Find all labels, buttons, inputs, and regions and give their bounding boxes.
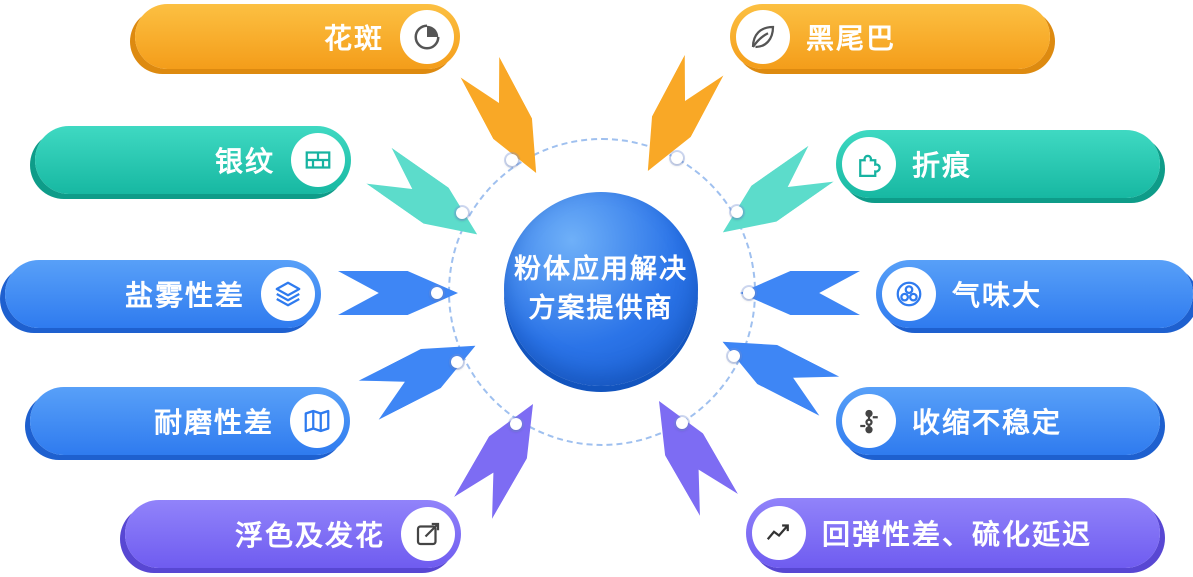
ring-dot bbox=[506, 154, 518, 166]
pill-fuse-jifahua: 浮色及发花 bbox=[125, 500, 461, 568]
ring-dot bbox=[456, 207, 468, 219]
pill-yinwen: 银纹 bbox=[35, 126, 351, 194]
bubbles-icon bbox=[882, 267, 936, 321]
pill-huitanxingcha: 回弹性差、硫化延迟 bbox=[746, 498, 1160, 568]
pill-label: 盐雾性差 bbox=[124, 280, 245, 311]
pill-shousuo-buwending: 收缩不稳定 bbox=[836, 387, 1160, 455]
pill-huaban: 花斑 bbox=[135, 4, 460, 69]
pill-label: 浮色及发花 bbox=[234, 520, 385, 551]
ring-dot bbox=[510, 418, 522, 430]
timeline-dots-icon bbox=[842, 394, 896, 448]
pill-label: 折痕 bbox=[912, 150, 973, 181]
ring-dot bbox=[451, 356, 463, 368]
pill-label: 耐磨性差 bbox=[153, 407, 274, 438]
center-node: 粉体应用解决 方案提供商 bbox=[504, 192, 698, 386]
pill-label: 花斑 bbox=[323, 22, 384, 54]
ring-dot bbox=[431, 287, 443, 299]
pill-label: 黑尾巴 bbox=[806, 22, 897, 54]
ring-dot bbox=[676, 417, 688, 429]
ring-dot bbox=[671, 152, 683, 164]
pill-naimoxingcha: 耐磨性差 bbox=[30, 387, 350, 455]
pill-label: 收缩不稳定 bbox=[912, 407, 1063, 438]
pie-chart-icon bbox=[400, 9, 454, 64]
ring-dot bbox=[728, 350, 740, 362]
pill-label: 气味大 bbox=[952, 280, 1043, 311]
pill-label: 回弹性差、硫化延迟 bbox=[822, 519, 1093, 550]
trend-line-icon bbox=[752, 506, 806, 560]
arrow-mid-right bbox=[740, 271, 860, 315]
layers-icon bbox=[261, 267, 315, 321]
edit-arrow-icon bbox=[401, 507, 455, 561]
map-icon bbox=[290, 394, 344, 448]
pill-yanwuxingcha: 盐雾性差 bbox=[5, 260, 321, 328]
ring-dot bbox=[743, 287, 755, 299]
ring-dot bbox=[731, 206, 743, 218]
bricks-icon bbox=[291, 133, 345, 187]
center-title-line2: 方案提供商 bbox=[528, 293, 674, 323]
puzzle-icon bbox=[842, 137, 896, 191]
pill-qiweida: 气味大 bbox=[876, 260, 1193, 328]
leaf-icon bbox=[736, 9, 790, 64]
pill-zhehen: 折痕 bbox=[836, 130, 1160, 198]
pill-label: 银纹 bbox=[214, 146, 275, 177]
center-title-line1: 粉体应用解决 bbox=[514, 253, 688, 284]
pill-heiweiba: 黑尾巴 bbox=[730, 4, 1050, 69]
